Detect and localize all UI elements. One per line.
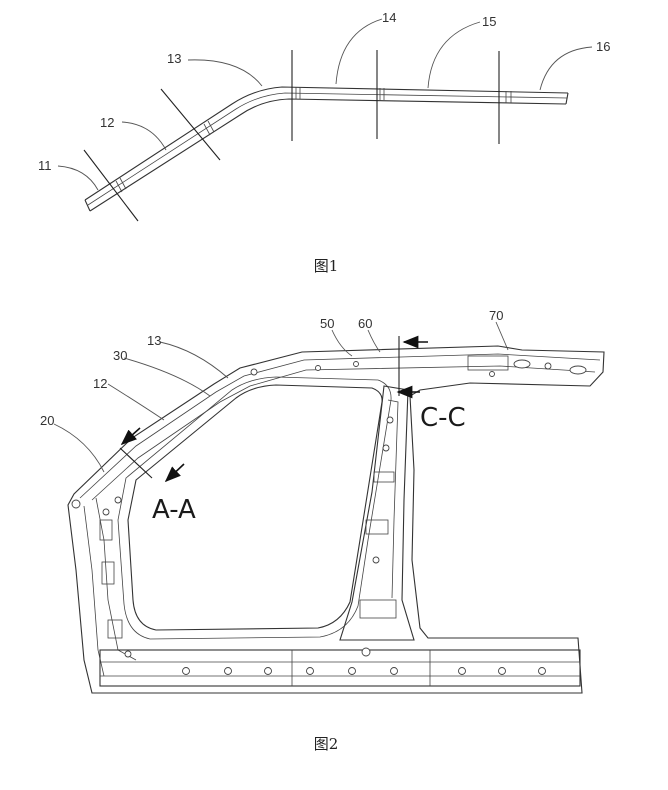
label-15: 15: [482, 14, 496, 29]
figure2-leader-lines: [53, 321, 509, 473]
section-a-a-indicator: [119, 427, 185, 483]
figure2-drawing: 13 30 12 20 50 60 70 A-A C-C: [40, 308, 605, 694]
fastener-holes: [71, 368, 394, 658]
label-70: 70: [489, 308, 503, 323]
rail-tube-lower-wall: [89, 98, 567, 212]
label-13: 13: [147, 333, 161, 348]
rail-tube-upper-wall: [84, 86, 569, 201]
roof-rear-details: [315, 355, 587, 377]
rail-tube-end-right: [565, 92, 569, 105]
figure1-leader-lines: [57, 18, 593, 191]
rail-tube-inner-line: [87, 92, 568, 206]
section-cut-lines: [83, 50, 500, 222]
front-door-opening-flange: [117, 376, 392, 640]
a-pillar-lower: [95, 497, 137, 661]
rocker-sill: [99, 649, 581, 687]
body-side-outer-contour: [67, 345, 605, 694]
section-label-a-a: A-A: [152, 495, 196, 525]
label-12: 12: [100, 115, 114, 130]
rail-joint-rings: [115, 87, 512, 193]
section-c-c-indicator: [396, 335, 428, 399]
label-60: 60: [358, 316, 372, 331]
label-11: 11: [38, 158, 52, 173]
label-12: 12: [93, 376, 107, 391]
label-20: 20: [40, 413, 54, 428]
label-14: 14: [382, 10, 396, 25]
b-pillar: [339, 385, 415, 641]
sill-holes: [182, 667, 546, 675]
rail-tube-end-left: [84, 199, 91, 212]
figure1-drawing: 11 12 13 14 15 16: [38, 10, 610, 222]
front-door-opening: [127, 384, 383, 631]
label-50: 50: [320, 316, 334, 331]
label-30: 30: [113, 348, 127, 363]
roof-rail-band: [79, 353, 601, 499]
label-13: 13: [167, 51, 181, 66]
figure2-caption: 图2: [314, 735, 339, 753]
label-16: 16: [596, 39, 610, 54]
figure1-caption: 图1: [314, 257, 339, 275]
section-label-c-c: C-C: [420, 403, 466, 433]
